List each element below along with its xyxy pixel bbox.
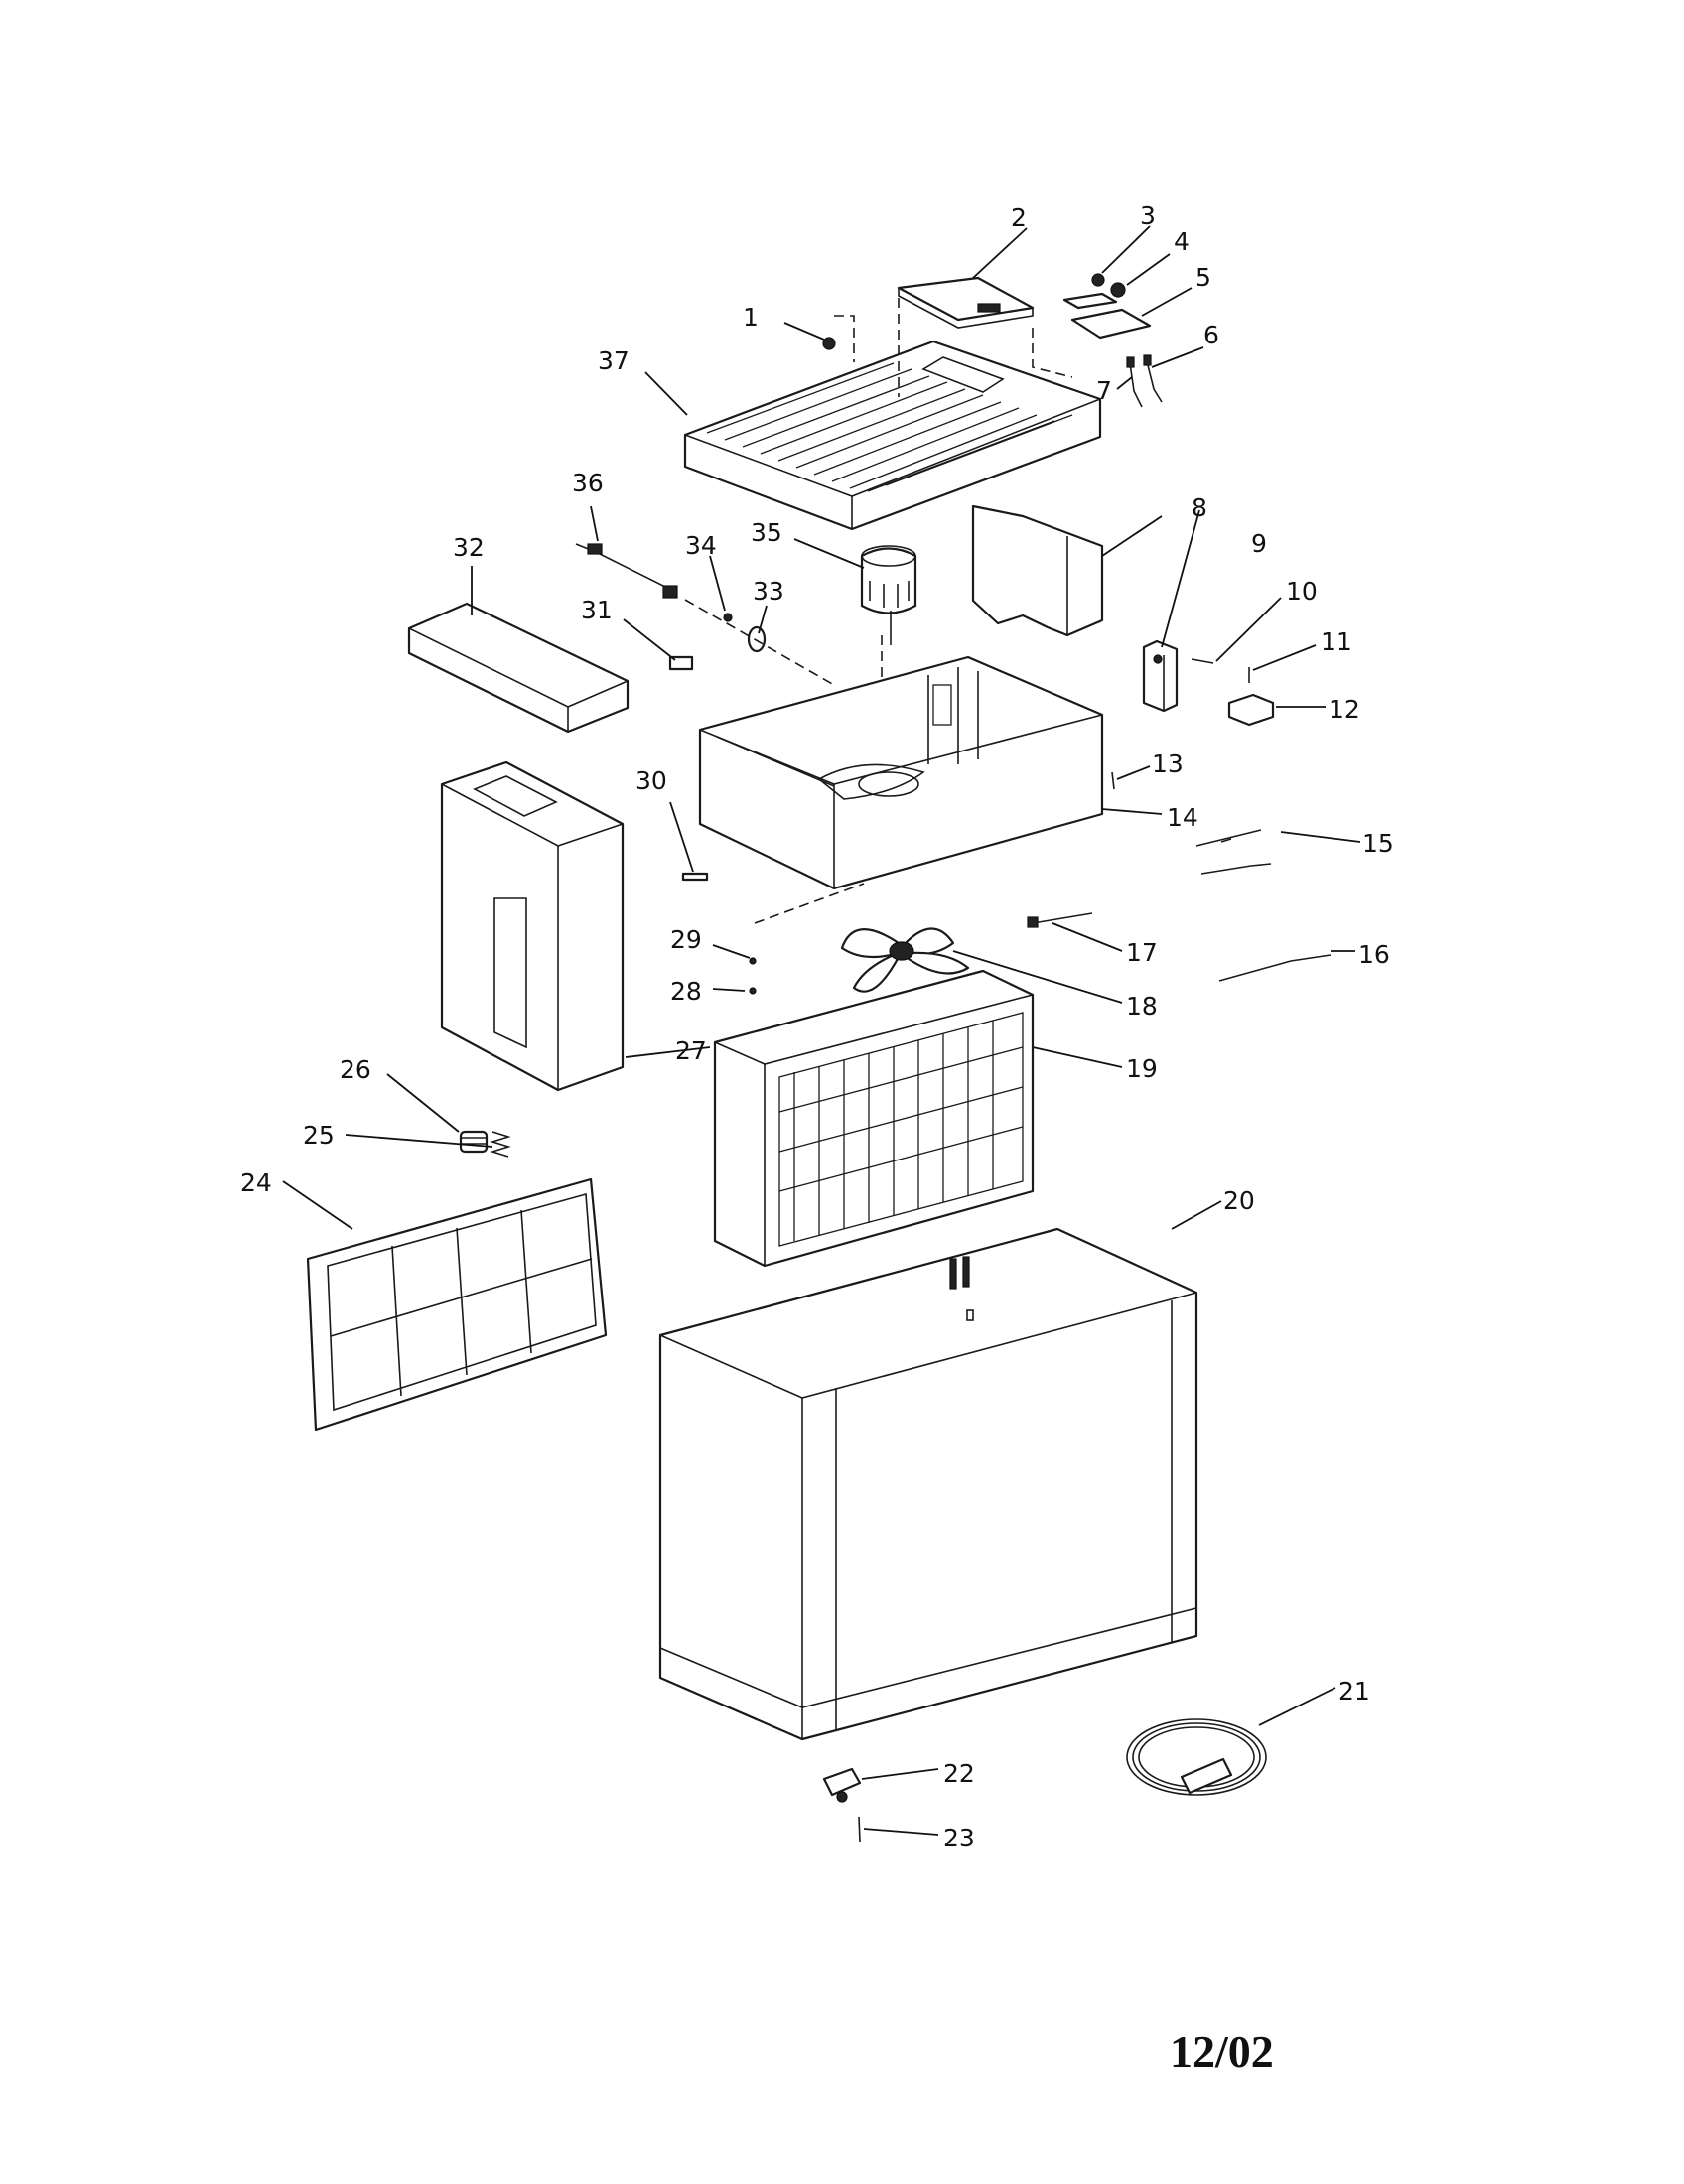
callout-leaders: [282, 225, 1361, 1836]
callout-28: 28: [670, 977, 702, 1006]
callout-35: 35: [751, 518, 782, 547]
fan-blade: [840, 927, 970, 993]
callout-22: 22: [943, 1759, 975, 1788]
callout-13: 13: [1152, 750, 1184, 778]
power-cord-assembly: [575, 543, 767, 671]
control-panel-plate: [897, 276, 1035, 329]
prefilter-frame: [306, 1177, 608, 1432]
screw-28: [749, 987, 757, 995]
callout-36: 36: [572, 469, 604, 497]
callout-26: 26: [340, 1055, 371, 1084]
callout-5: 5: [1195, 263, 1211, 292]
callout-20: 20: [1223, 1186, 1255, 1215]
callout-8: 8: [1192, 493, 1207, 522]
callout-3: 3: [1140, 202, 1156, 230]
control-knobs: [1062, 273, 1152, 340]
wire-leads: [1126, 354, 1163, 408]
callout-6: 6: [1203, 321, 1219, 349]
callout-37: 37: [598, 346, 630, 375]
callout-10: 10: [1286, 577, 1318, 606]
callout-32: 32: [453, 533, 485, 562]
screw-23: [858, 1816, 861, 1843]
wire-harnesses: [1027, 829, 1332, 982]
valve-spring: [490, 1131, 511, 1158]
screw-1: [822, 337, 836, 350]
callout-16: 16: [1358, 940, 1390, 969]
top-grille-cover: [683, 340, 1102, 531]
callout-24: 24: [240, 1168, 272, 1197]
callout-2: 2: [1011, 204, 1027, 232]
callout-25: 25: [303, 1121, 335, 1150]
callout-31: 31: [581, 596, 613, 624]
callout-9: 9: [1251, 529, 1267, 558]
wick-filter: [713, 969, 1035, 1268]
callout-17: 17: [1126, 938, 1158, 967]
top-pad: [407, 602, 630, 734]
base-tray: [698, 655, 1104, 890]
motor-cover: [971, 504, 1104, 637]
fan-motor: [860, 545, 917, 645]
drain-valve: [822, 1767, 862, 1803]
callout-23: 23: [943, 1824, 975, 1852]
switch-block: [1142, 639, 1275, 727]
callout-30: 30: [635, 766, 667, 795]
callout-18: 18: [1126, 992, 1158, 1021]
screw-13: [1111, 771, 1115, 790]
clip-30: [681, 872, 709, 882]
callout-11: 11: [1321, 627, 1352, 656]
callout-7: 7: [1096, 376, 1112, 405]
callout-4: 4: [1174, 227, 1190, 256]
callout-34: 34: [685, 531, 717, 560]
callout-29: 29: [670, 925, 702, 954]
base-cabinet: [658, 1227, 1198, 1741]
callout-33: 33: [753, 577, 784, 606]
reservoir-cap: [459, 1130, 489, 1154]
callout-14: 14: [1167, 803, 1198, 832]
revision-date: 12/02: [1170, 2026, 1274, 2077]
callout-15: 15: [1362, 829, 1394, 858]
callout-27: 27: [675, 1036, 707, 1065]
callout-numbers: 1 2 3 4 5 6 7 8 9 10 11 12 13 14 15 16 1…: [240, 202, 1394, 1852]
screw-29: [749, 957, 757, 965]
callout-19: 19: [1126, 1054, 1158, 1083]
callout-12: 12: [1329, 695, 1360, 724]
callout-21: 21: [1338, 1677, 1370, 1706]
drain-hose-coil: [1126, 1718, 1267, 1796]
callout-1: 1: [743, 303, 759, 332]
water-reservoir: [440, 760, 625, 1092]
